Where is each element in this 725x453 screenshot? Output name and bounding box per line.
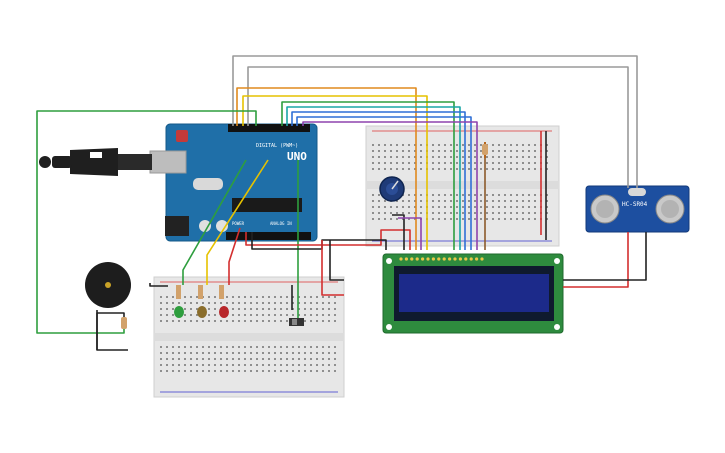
led-red bbox=[219, 285, 229, 318]
piezo-buzzer bbox=[85, 262, 131, 308]
potentiometer[interactable] bbox=[379, 176, 405, 202]
breadboard-bottom-left bbox=[153, 276, 345, 398]
arduino-digital-label: DIGITAL (PWM~) bbox=[256, 143, 298, 149]
lcd-display bbox=[382, 253, 564, 334]
sensor-model-label: HC-SR04 bbox=[622, 201, 648, 208]
resistor-buzzer bbox=[121, 317, 127, 329]
led-yellow bbox=[197, 285, 207, 318]
microcontroller-chip bbox=[232, 198, 302, 212]
reset-button[interactable] bbox=[176, 130, 188, 142]
arduino-uno-board: UNO DIGITAL (PWM~) POWER ANALOG IN bbox=[165, 123, 318, 242]
power-jack bbox=[165, 216, 189, 236]
crystal-oscillator bbox=[193, 178, 223, 190]
usb-cable bbox=[39, 148, 187, 176]
arduino-brand-label: UNO bbox=[287, 150, 307, 163]
ultrasonic-sensor: HC-SR04 bbox=[585, 185, 690, 233]
slide-switch[interactable] bbox=[289, 318, 304, 326]
resistor-lcd-backlight bbox=[482, 142, 488, 158]
led-green bbox=[174, 285, 184, 318]
wires bbox=[36, 55, 647, 351]
arduino-analog-label: ANALOG IN bbox=[270, 221, 292, 226]
arduino-power-label: POWER bbox=[232, 221, 245, 226]
